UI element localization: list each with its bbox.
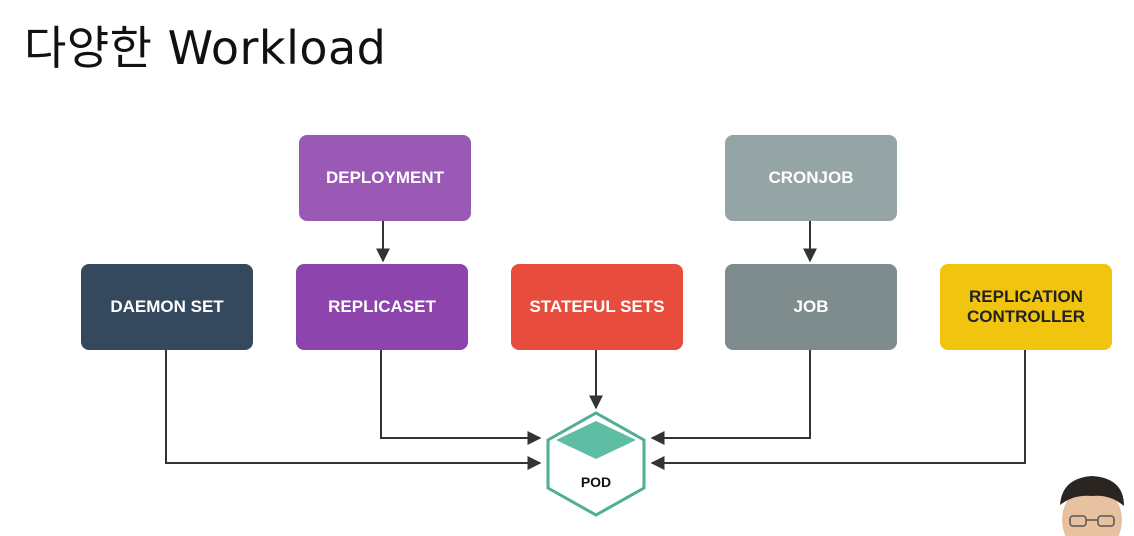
page-title: 다양한 Workload (24, 21, 387, 75)
stateful-sets-node: STATEFUL SETS (511, 264, 683, 350)
pod-node (546, 411, 646, 517)
deployment-node: DEPLOYMENT (299, 135, 471, 221)
job-node: JOB (725, 264, 897, 350)
pod-label: POD (580, 474, 612, 490)
cronjob-node: CRONJOB (725, 135, 897, 221)
pod-top-face (556, 421, 636, 459)
arrow-replicaset-to-pod (380, 350, 542, 445)
replication-controller-node: REPLICATION CONTROLLER (940, 264, 1112, 350)
presenter-avatar (1060, 476, 1124, 536)
daemon-set-node: DAEMON SET (81, 264, 253, 350)
arrow-daemonset-to-pod (165, 350, 542, 470)
arrow-replicationcontroller-to-pod (650, 350, 1026, 470)
replicaset-node: REPLICASET (296, 264, 468, 350)
arrow-job-to-pod (650, 350, 811, 445)
